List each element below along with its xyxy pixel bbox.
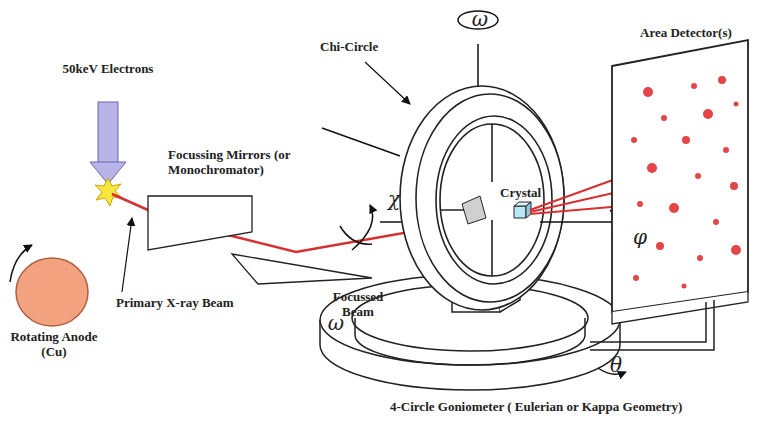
area-detector	[612, 40, 748, 312]
beam-label: 50keV Electrons	[62, 62, 154, 77]
part-label: Crystal	[500, 186, 560, 201]
part-label: Chi-Circle	[320, 40, 420, 55]
diffraction-spots	[631, 76, 741, 289]
rotating-anode	[16, 258, 88, 326]
detector-edge	[612, 292, 748, 324]
part-label: Area Detector(s)	[640, 26, 780, 41]
x-ray-source-spark	[95, 178, 122, 206]
axis-symbol: θ	[604, 354, 628, 377]
axis-line	[322, 128, 400, 156]
crystal-cube	[514, 202, 531, 218]
focussing-mirrors	[148, 196, 372, 284]
rotation-arrow	[10, 245, 32, 282]
beam-label: Primary X-ray Beam	[116, 296, 266, 311]
axis-symbol: φ	[628, 226, 652, 249]
detector-arm	[590, 300, 714, 350]
part-label: Focussing Mirrors (or Monochromator)	[168, 148, 308, 178]
electron-beam-arrow	[90, 102, 126, 184]
caption-label: 4-Circle Goniometer ( Eulerian or Kappa …	[390, 400, 780, 415]
leader-line	[365, 62, 410, 104]
phi-axis	[540, 221, 622, 223]
axis-symbol: χ	[382, 188, 406, 211]
chi-circle	[400, 86, 564, 310]
axis-symbol: ω	[468, 8, 492, 31]
part-label: Rotating Anode (Cu)	[8, 330, 100, 360]
goniometer-head	[462, 196, 486, 224]
chi-rotation-arrow	[340, 226, 372, 244]
axis-symbol: ω	[324, 312, 348, 335]
leader-line	[122, 218, 132, 292]
